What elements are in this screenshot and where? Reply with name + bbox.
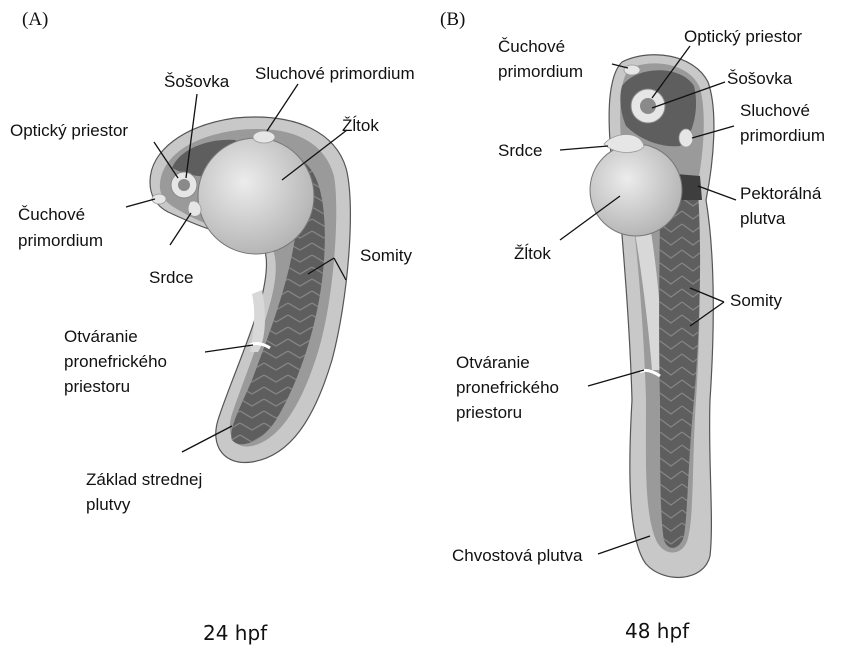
label-a-yolk: Žĺtok bbox=[342, 116, 379, 135]
panel-b-letter: (B) bbox=[440, 9, 465, 30]
label-a-median-fin-2: plutvy bbox=[86, 495, 131, 514]
stage-caption-b: 48 hpf bbox=[625, 619, 690, 643]
embryo-b-yolk bbox=[590, 144, 682, 236]
embryo-48hpf bbox=[590, 55, 714, 578]
label-a-lens: Šošovka bbox=[164, 72, 230, 91]
label-b-olfactory-2: primordium bbox=[498, 62, 583, 81]
label-a-pronephric-1: Otváranie bbox=[64, 327, 138, 346]
label-b-pronephric-3: priestoru bbox=[456, 403, 522, 422]
label-a-median-fin-1: Základ strednej bbox=[86, 470, 202, 489]
embryo-b-otic bbox=[679, 129, 693, 147]
label-b-olfactory-1: Čuchové bbox=[498, 37, 565, 56]
label-b-heart: Srdce bbox=[498, 141, 542, 160]
label-b-otic-1: Sluchové bbox=[740, 101, 810, 120]
label-b-optic-space: Optický priestor bbox=[684, 27, 802, 46]
embryo-a-otic bbox=[253, 131, 275, 143]
stage-caption-a: 24 hpf bbox=[203, 621, 268, 645]
label-b-somites: Somity bbox=[730, 291, 782, 310]
label-b-pectoral-2: plutva bbox=[740, 209, 786, 228]
label-b-yolk: Žĺtok bbox=[514, 244, 551, 263]
embryo-a-lens bbox=[178, 179, 190, 191]
label-a-otic: Sluchové primordium bbox=[255, 64, 415, 83]
label-a-olfactory-1: Čuchové bbox=[18, 205, 85, 224]
label-b-lens: Šošovka bbox=[727, 69, 793, 88]
label-a-heart: Srdce bbox=[149, 268, 193, 287]
embryo-b-olfactory bbox=[624, 65, 640, 75]
label-b-otic-2: primordium bbox=[740, 126, 825, 145]
panel-a: (A) bbox=[10, 9, 415, 645]
label-b-pectoral-1: Pektorálná bbox=[740, 184, 822, 203]
label-b-caudal-fin: Chvostová plutva bbox=[452, 546, 583, 565]
label-b-pronephric-2: pronefrického bbox=[456, 378, 559, 397]
label-a-somites: Somity bbox=[360, 246, 412, 265]
embryo-24hpf bbox=[150, 117, 350, 462]
panel-a-letter: (A) bbox=[22, 9, 48, 30]
label-a-pronephric-2: pronefrického bbox=[64, 352, 167, 371]
label-a-olfactory-2: primordium bbox=[18, 231, 103, 250]
panel-b: (B) bbox=[440, 9, 825, 643]
embryo-a-yolk bbox=[198, 138, 314, 254]
label-b-pronephric-1: Otváranie bbox=[456, 353, 530, 372]
embryo-b-lens bbox=[640, 98, 656, 114]
label-a-pronephric-3: priestoru bbox=[64, 377, 130, 396]
label-a-optic-space: Optický priestor bbox=[10, 121, 128, 140]
